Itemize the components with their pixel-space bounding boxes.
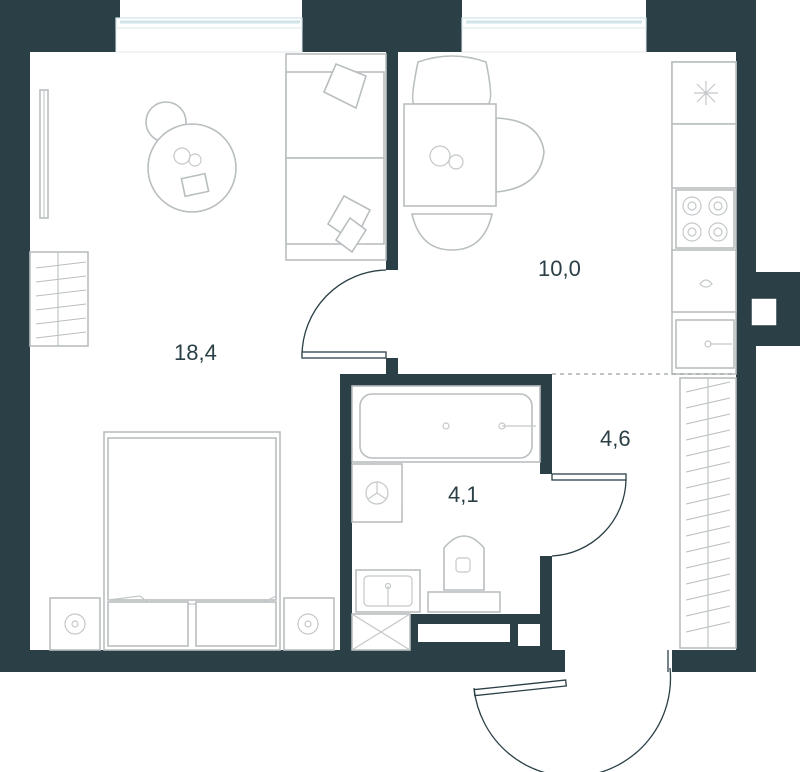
living-room-door[interactable] (301, 269, 387, 359)
entrance-door[interactable] (473, 650, 672, 772)
bathroom-furniture (351, 385, 627, 651)
wardrobe (679, 377, 737, 649)
nightstand-left (49, 597, 101, 651)
walls (0, 0, 800, 672)
area-labels: 18,4 10,0 4,6 4,1 (174, 256, 631, 507)
fridge-icon (671, 61, 737, 125)
hallway-furniture (473, 373, 737, 772)
hallway-area: 4,6 (600, 426, 631, 451)
double-bed (103, 431, 281, 651)
washing-machine-icon (351, 463, 403, 523)
living-room-furniture (29, 53, 387, 651)
toilet-icon (427, 535, 501, 613)
round-table (147, 123, 237, 213)
sofa (285, 53, 387, 261)
radiator (29, 251, 89, 347)
nightstand-right (283, 597, 335, 651)
bathroom-door[interactable] (551, 473, 627, 557)
dining-set (403, 55, 545, 251)
windows (115, 17, 647, 53)
kitchen-furniture (403, 55, 737, 375)
kitchen-area: 10,0 (538, 256, 581, 281)
floor-drain (351, 613, 411, 651)
bathroom-area: 4,1 (448, 482, 479, 507)
living-room-area: 18,4 (174, 340, 217, 365)
bathtub-icon (351, 385, 541, 463)
sink-icon (675, 319, 735, 369)
cooktop-icon (675, 189, 735, 249)
sink-icon (355, 569, 421, 613)
